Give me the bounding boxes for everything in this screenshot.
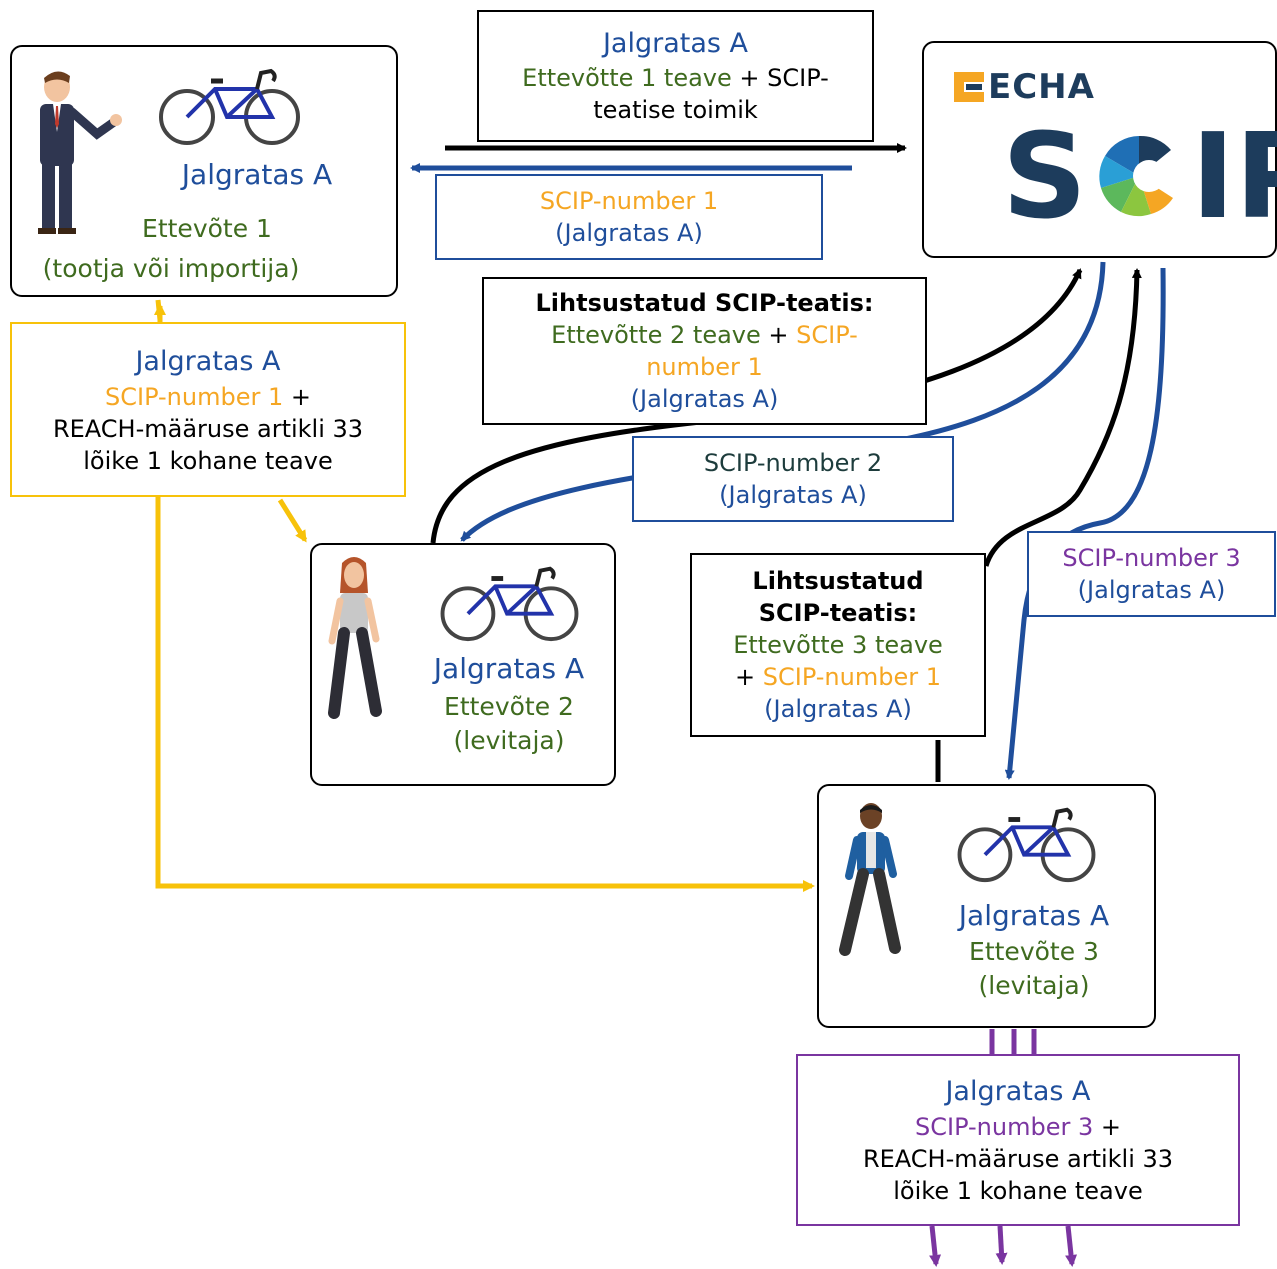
simplified3-scip: SCIP-number 1 bbox=[762, 663, 941, 691]
scip2-number: SCIP-number 2 bbox=[703, 449, 883, 477]
scip-number3-box: SCIP-number 3 (Jalgratas A) bbox=[1027, 531, 1276, 617]
supply1-plus: + bbox=[283, 382, 311, 411]
arrow-purple-out-2 bbox=[995, 1225, 1008, 1265]
supply1-scip: SCIP-number 1 bbox=[105, 382, 284, 411]
bicycle-icon bbox=[440, 566, 579, 642]
man-walking-icon bbox=[839, 803, 901, 956]
echa-logo: ECHA bbox=[954, 67, 1095, 107]
supply1-title: Jalgratas A bbox=[135, 345, 281, 377]
scip-logo-s: S bbox=[1002, 107, 1087, 245]
company1-name: Ettevõte 1 bbox=[142, 214, 272, 243]
businessman-icon bbox=[38, 71, 122, 234]
simplified3-title-line2: SCIP-teatis: bbox=[758, 599, 918, 627]
company3-box: Jalgratas A Ettevõte 3 (levitaja) bbox=[817, 784, 1156, 1028]
scip-logo-c-icon bbox=[1099, 135, 1189, 217]
scip1-article: (Jalgratas A) bbox=[555, 219, 703, 247]
arrow-purple-out-3 bbox=[1065, 1225, 1078, 1267]
echa-scip-box: ECHA S IP bbox=[922, 41, 1277, 258]
simplified2-title: Lihtsustatud SCIP-teatis: bbox=[535, 289, 874, 317]
supply1-line2: lõike 1 kohane teave bbox=[83, 446, 333, 475]
simplified3-box: Lihtsustatud SCIP-teatis: Ettevõtte 3 te… bbox=[690, 553, 986, 737]
scip-number2-box: SCIP-number 2 (Jalgratas A) bbox=[632, 436, 954, 522]
company2-name: Ettevõte 2 bbox=[444, 692, 574, 721]
arrow-purple-out-1 bbox=[929, 1225, 942, 1267]
simplified2-box: Lihtsustatud SCIP-teatis: Ettevõtte 2 te… bbox=[482, 277, 927, 425]
supply1-box: Jalgratas A SCIP-number 1 + REACH-määrus… bbox=[10, 322, 406, 497]
arrow-simplified-notification3 bbox=[935, 270, 1137, 782]
woman-walking-icon bbox=[328, 557, 382, 719]
notification1-box: Jalgratas A Ettevõtte 1 teave + SCIP- te… bbox=[477, 10, 874, 142]
simplified2-article: (Jalgratas A) bbox=[630, 385, 779, 413]
company1-box: Jalgratas A Ettevõte 1 (tootja või impor… bbox=[10, 45, 398, 297]
scip-number1-box: SCIP-number 1 (Jalgratas A) bbox=[435, 174, 823, 260]
simplified2-plus: + bbox=[760, 321, 797, 349]
notification1-title: Jalgratas A bbox=[602, 28, 749, 59]
simplified3-title-line1: Lihtsustatud bbox=[752, 567, 924, 595]
supply3-box: Jalgratas A SCIP-number 3 + REACH-määrus… bbox=[796, 1054, 1240, 1226]
company2-role: (levitaja) bbox=[453, 726, 565, 755]
company1-role: (tootja või importija) bbox=[42, 254, 300, 283]
notification1-company-info: Ettevõtte 1 teave bbox=[522, 64, 732, 92]
simplified2-scip-a: SCIP- bbox=[796, 321, 858, 349]
company2-bike-label: Jalgratas A bbox=[433, 652, 585, 685]
supply3-line2: lõike 1 kohane teave bbox=[893, 1177, 1143, 1205]
scip3-number: SCIP-number 3 bbox=[1062, 544, 1241, 572]
supply1-line1: REACH-määruse artikli 33 bbox=[52, 414, 364, 443]
supply3-line1: REACH-määruse artikli 33 bbox=[862, 1145, 1174, 1173]
company3-name: Ettevõte 3 bbox=[969, 937, 1099, 966]
simplified2-company-info: Ettevõtte 2 teave bbox=[551, 321, 761, 349]
company1-bike-label: Jalgratas A bbox=[181, 158, 333, 191]
simplified3-plus: + bbox=[735, 663, 763, 691]
notification1-plus: + SCIP- bbox=[731, 64, 829, 92]
bicycle-icon bbox=[159, 68, 300, 145]
supply3-plus: + bbox=[1093, 1113, 1121, 1141]
arrow-supply-to-company3 bbox=[155, 497, 815, 892]
echa-logo-mark-icon bbox=[954, 72, 984, 102]
company3-bike-label: Jalgratas A bbox=[958, 899, 1110, 932]
scip2-article: (Jalgratas A) bbox=[719, 481, 867, 509]
scip-logo-ip: IP bbox=[1191, 107, 1277, 245]
supply3-title: Jalgratas A bbox=[945, 1076, 1091, 1107]
echa-logo-text: ECHA bbox=[988, 67, 1095, 107]
supply3-scip: SCIP-number 3 bbox=[915, 1113, 1094, 1141]
scip1-number: SCIP-number 1 bbox=[539, 187, 719, 215]
notification1-rest: teatise toimik bbox=[593, 96, 758, 124]
simplified2-scip-b: number 1 bbox=[646, 353, 763, 381]
scip3-article: (Jalgratas A) bbox=[1077, 576, 1226, 604]
company2-box: Jalgratas A Ettevõte 2 (levitaja) bbox=[310, 543, 616, 786]
simplified3-article: (Jalgratas A) bbox=[764, 695, 912, 723]
company3-role: (levitaja) bbox=[978, 971, 1090, 1000]
scip-logo: S IP bbox=[1002, 107, 1277, 245]
bicycle-icon bbox=[957, 807, 1096, 883]
simplified3-company-info: Ettevõtte 3 teave bbox=[733, 631, 943, 659]
